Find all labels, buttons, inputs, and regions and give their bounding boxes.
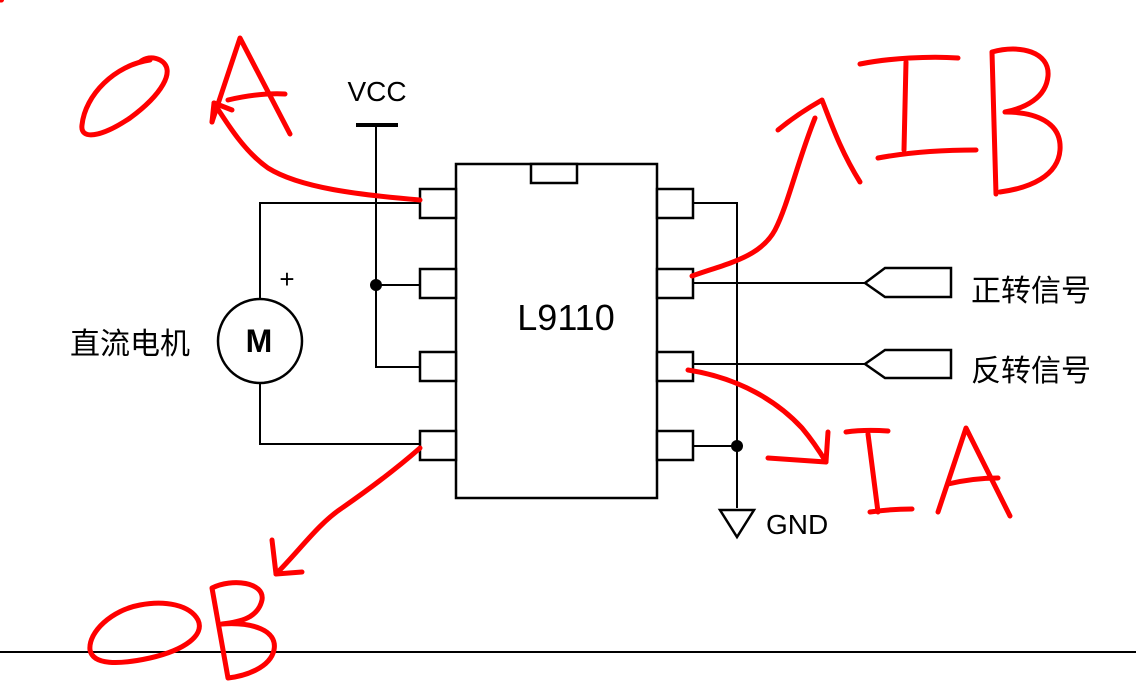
reverse-signal-label: 反转信号 [971, 354, 1091, 389]
schematic: VCC M + 直流电机 L9110 GND 正转信号 [0, 76, 1136, 653]
annotation-ib: IB [0, 0, 1063, 197]
annotation-oa-arrow [211, 100, 423, 203]
pin-left-2 [418, 267, 458, 300]
gnd-wire [693, 202, 738, 508]
vcc-junction-dot [370, 279, 382, 291]
gnd-junction-dot [731, 440, 743, 452]
motor-letter: M [246, 323, 273, 359]
chip-label: L9110 [517, 297, 614, 338]
gnd-label: GND [766, 509, 828, 540]
motor-bottom-wire [259, 382, 420, 445]
motor-symbol [216, 297, 304, 385]
pin-right-4 [655, 429, 695, 462]
vcc-wire [375, 125, 420, 368]
motor-top-wire [259, 202, 420, 300]
annotation-oa-arrowhead [209, 100, 235, 125]
annotation-ob-arrow [273, 445, 423, 577]
vcc-label: VCC [347, 76, 406, 107]
chip-notch [529, 162, 579, 185]
pin-right-1 [655, 187, 695, 220]
annotation-ia: IA [0, 0, 1013, 519]
annotation-oa: OA [0, 0, 293, 138]
motor-plus-label: + [279, 264, 294, 294]
annotation-ib-arrow [689, 115, 818, 279]
chip-body [454, 162, 659, 500]
pin-right-2 [655, 267, 695, 300]
gnd-symbol [717, 508, 757, 540]
pin-right-3 [655, 350, 695, 383]
pin-left-3 [418, 350, 458, 383]
pin-left-1 [418, 187, 458, 220]
pin-left-4 [418, 429, 458, 462]
reverse-signal-connector [862, 348, 953, 380]
forward-signal-connector [862, 266, 953, 299]
annotation-ob-arrowhead [269, 537, 305, 577]
annotation-ia-arrow [685, 367, 829, 465]
motor-name-label: 直流电机 [70, 327, 190, 362]
annotation-ia-arrowhead [765, 429, 831, 465]
forward-signal-label: 正转信号 [971, 274, 1091, 309]
